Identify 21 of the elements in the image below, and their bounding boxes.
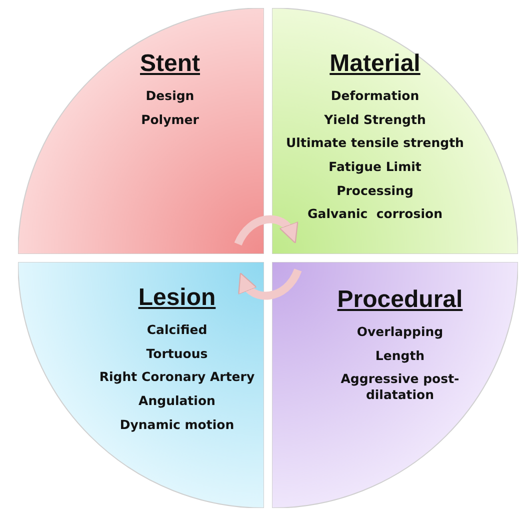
- factor-text: Design: [144, 88, 196, 104]
- factor-text: Fatigue Limit: [328, 158, 422, 174]
- factor-text: Calcified: [146, 322, 208, 338]
- factor-text: Angulation: [138, 392, 216, 408]
- factor-text: Overlapping: [356, 324, 444, 340]
- quadrant-heading: Procedural: [336, 286, 464, 314]
- factor-text: Polymer: [140, 112, 200, 128]
- quadrant-heading: Stent: [139, 50, 201, 78]
- factor-text: Right Coronary Artery: [98, 369, 256, 385]
- factor-text: Deformation: [330, 88, 420, 104]
- factor-text: Ultimate tensile strength: [285, 135, 465, 151]
- factor-text: Galvanic corrosion: [306, 206, 444, 222]
- factor-text: Dynamic motion: [118, 416, 236, 432]
- factor-text: Processing: [336, 182, 414, 198]
- curved-arrow: [234, 215, 297, 246]
- factor-text: Length: [374, 348, 426, 364]
- quadrant-heading: Lesion: [137, 284, 217, 312]
- quadrant-heading: Material: [328, 50, 422, 78]
- factor-text: Aggressive post-dilatation: [340, 371, 460, 402]
- factor-text: Tortuous: [145, 346, 209, 362]
- factor-text: Yield Strength: [323, 112, 427, 128]
